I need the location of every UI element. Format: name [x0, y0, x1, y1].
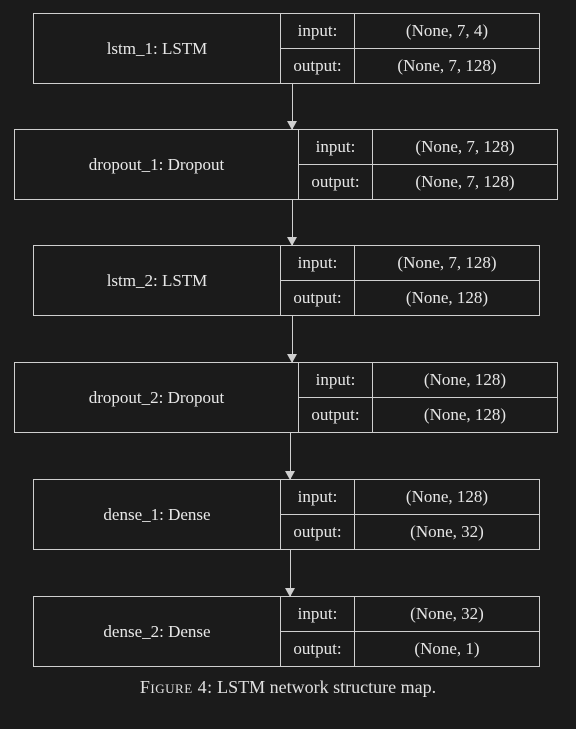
figure-caption-text: LSTM network structure map. [212, 677, 437, 697]
input-row: input: (None, 128) [299, 363, 557, 397]
layer-io: input: (None, 7, 4) output: (None, 7, 12… [281, 14, 539, 83]
input-label: input: [281, 597, 355, 631]
input-row: input: (None, 128) [281, 480, 539, 514]
connector-arrow [287, 200, 297, 246]
input-row: input: (None, 7, 4) [281, 14, 539, 48]
layer-name: lstm_2: LSTM [34, 246, 281, 315]
output-shape: (None, 1) [414, 639, 480, 658]
layer-io: input: (None, 128) output: (None, 32) [281, 480, 539, 549]
output-shape: (None, 128) [423, 405, 507, 424]
output-label: output: [281, 515, 355, 549]
output-shape: (None, 32) [410, 522, 484, 541]
output-label: output: [281, 632, 355, 666]
layer-io: input: (None, 128) output: (None, 128) [299, 363, 557, 432]
output-row: output: (None, 7, 128) [299, 164, 557, 199]
output-shape: (None, 7, 128) [397, 56, 497, 75]
input-shape: (None, 7, 128) [415, 137, 515, 156]
input-shape: (None, 128) [405, 487, 489, 506]
connector-arrow [285, 550, 295, 597]
figure-caption: Figure 4: LSTM network structure map. [0, 677, 576, 698]
output-label: output: [299, 165, 373, 199]
output-label: output: [299, 398, 373, 432]
layer-lstm-1: lstm_1: LSTM input: (None, 7, 4) output:… [33, 13, 540, 84]
output-row: output: (None, 32) [281, 514, 539, 549]
layer-lstm-2: lstm_2: LSTM input: (None, 7, 128) outpu… [33, 245, 540, 316]
figure-label: Figure 4: [139, 677, 213, 697]
input-shape: (None, 128) [423, 370, 507, 389]
input-row: input: (None, 32) [281, 597, 539, 631]
input-label: input: [281, 246, 355, 280]
input-label: input: [281, 14, 355, 48]
layer-name: lstm_1: LSTM [34, 14, 281, 83]
input-label: input: [299, 130, 373, 164]
layer-dense-1: dense_1: Dense input: (None, 128) output… [33, 479, 540, 550]
output-label: output: [281, 281, 355, 315]
input-shape: (None, 7, 4) [405, 21, 489, 40]
input-shape: (None, 7, 128) [397, 253, 497, 272]
layer-dropout-1: dropout_1: Dropout input: (None, 7, 128)… [14, 129, 558, 200]
layer-name: dropout_2: Dropout [15, 363, 299, 432]
connector-arrow [287, 316, 297, 363]
output-row: output: (None, 128) [281, 280, 539, 315]
connector-arrow [285, 433, 295, 480]
input-label: input: [299, 363, 373, 397]
input-row: input: (None, 7, 128) [281, 246, 539, 280]
layer-io: input: (None, 7, 128) output: (None, 7, … [299, 130, 557, 199]
output-row: output: (None, 1) [281, 631, 539, 666]
output-shape: (None, 7, 128) [415, 172, 515, 191]
layer-name: dropout_1: Dropout [15, 130, 299, 199]
output-row: output: (None, 128) [299, 397, 557, 432]
layer-name: dense_1: Dense [34, 480, 281, 549]
input-shape: (None, 32) [410, 604, 484, 623]
output-shape: (None, 128) [405, 288, 489, 307]
layer-io: input: (None, 7, 128) output: (None, 128… [281, 246, 539, 315]
input-label: input: [281, 480, 355, 514]
output-label: output: [281, 49, 355, 83]
layer-name: dense_2: Dense [34, 597, 281, 666]
layer-dense-2: dense_2: Dense input: (None, 32) output:… [33, 596, 540, 667]
layer-dropout-2: dropout_2: Dropout input: (None, 128) ou… [14, 362, 558, 433]
output-row: output: (None, 7, 128) [281, 48, 539, 83]
input-row: input: (None, 7, 128) [299, 130, 557, 164]
layer-io: input: (None, 32) output: (None, 1) [281, 597, 539, 666]
connector-arrow [287, 84, 297, 130]
